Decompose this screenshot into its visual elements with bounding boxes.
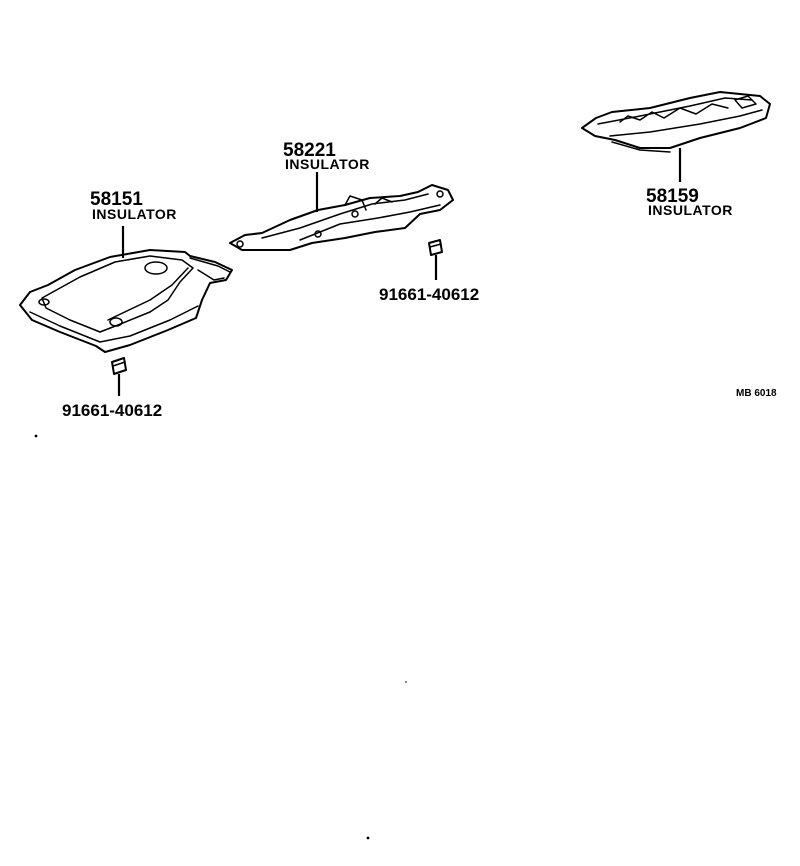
part-name-58151: INSULATOR [92, 206, 177, 222]
bolt-left-drawing [111, 357, 127, 396]
reference-code: MB 6018 [736, 388, 777, 399]
part-name-58159: INSULATOR [648, 202, 733, 218]
scan-speck [405, 681, 407, 683]
part-number-58221: 58221 [283, 140, 336, 161]
insulator-58159-drawing [581, 91, 771, 182]
bolt-center-drawing [428, 239, 443, 280]
scan-speck [366, 836, 370, 840]
insulator-58221-drawing [229, 172, 454, 251]
part-number-58159: 58159 [646, 186, 699, 207]
scan-speck [34, 434, 38, 438]
part-name-58221: INSULATOR [285, 156, 370, 172]
bolt-number-center: 91661-40612 [379, 285, 479, 304]
bolt-number-left: 91661-40612 [62, 401, 162, 420]
insulator-58151-drawing [19, 226, 233, 353]
part-number-58151: 58151 [90, 189, 143, 210]
